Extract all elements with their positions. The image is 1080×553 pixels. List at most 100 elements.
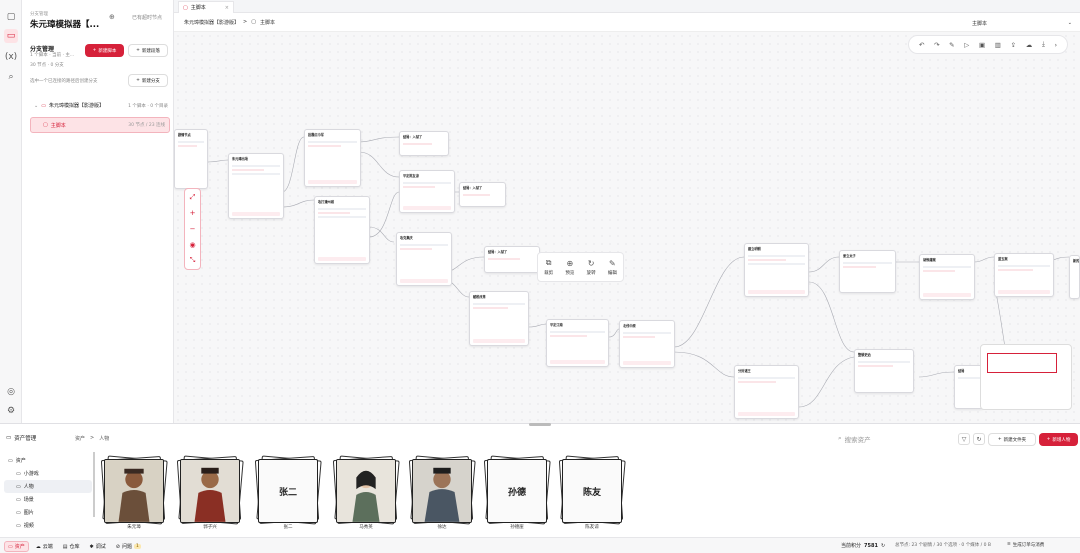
asset-search[interactable]: ⌕搜索资产 [838,433,948,444]
variable-icon[interactable]: (x) [4,52,18,62]
character-card[interactable]: 陈友 陈友谅 [558,455,626,532]
upload-icon[interactable]: ⇪ [1010,40,1017,49]
character-card[interactable]: 孙德 孙德崖 [483,455,551,532]
refresh-icon[interactable]: ↻ [880,542,886,549]
zoom-out-icon[interactable]: − [189,224,196,233]
breadcrumb-root[interactable]: 朱元璋模拟器【影游版】 [184,20,240,26]
minimap-viewport[interactable] [987,353,1057,373]
story-node[interactable]: 结局：入狱了 [484,246,540,273]
minimap[interactable] [980,344,1072,410]
story-node[interactable]: 朱元璋出场 [228,153,284,219]
rotate-button[interactable]: ↻旋转 [587,259,596,276]
character-card[interactable]: 徐达 [408,455,476,532]
story-node[interactable]: 北伐中原 [619,320,675,368]
connect-icon[interactable]: ⤢ [189,192,196,201]
resize-handle[interactable] [529,423,551,426]
story-node[interactable]: 蓝玉案 [994,253,1054,297]
tree-script-item[interactable]: ▢ 主脚本 30 节点 / 23 连线 [30,117,170,133]
book-icon[interactable]: ▥ [994,40,1001,49]
node-title: 胡惟庸案 [923,258,936,262]
story-node[interactable]: 分封诸王 [734,365,799,419]
story-node[interactable]: 结局：入狱了 [459,182,506,207]
story-node[interactable]: 新的节点 [1069,255,1080,299]
folder-item[interactable]: ▭视频 [4,519,92,532]
folder-item-selected[interactable]: ▭人物 [4,480,92,493]
story-node[interactable]: 攻打濠州城 [314,196,370,264]
cloud-icon[interactable]: ☁ [1025,40,1033,49]
new-segment-button[interactable]: +新建段落 [128,44,168,57]
status-tab-cloud[interactable]: ☁云端 [33,542,56,551]
orders-link[interactable]: ≡生成订单与消费 [1007,542,1044,548]
fit-view-icon[interactable]: ⤡ [189,256,196,265]
story-node[interactable]: 投靠红巾军 [304,129,361,187]
story-node[interactable]: 结局：入狱了 [399,131,449,156]
story-node[interactable]: 整顿吏治 [854,349,914,393]
story-node[interactable]: 结局 [954,365,984,409]
tree-folder-count: 1 个脚本 · 0 个目录 [128,103,168,109]
file-icon[interactable]: ▢ [6,12,16,22]
new-script-button[interactable]: +新建脚本 [85,44,124,57]
status-tab-repo[interactable]: ▤仓库 [60,542,83,551]
story-node[interactable]: 赋税改革 [469,291,529,346]
character-card[interactable]: 朱元璋 [100,455,168,532]
pen-icon[interactable]: ✎ [949,40,955,49]
close-icon[interactable]: × [224,4,229,11]
tab-main-script[interactable]: ▢ 主脚本 × [178,1,234,13]
story-node[interactable]: 册立太子 [839,250,896,293]
story-node[interactable]: 建立明朝 [744,243,809,297]
crop-button[interactable]: ⧉裁剪 [544,258,553,276]
search-icon[interactable]: ⌕ [8,72,14,82]
edit-button[interactable]: ✎编辑 [608,259,617,276]
undo-icon[interactable]: ↶ [918,40,925,49]
new-character-button[interactable]: +新增人物 [1039,433,1078,446]
settings-icon[interactable]: ⚙ [6,406,16,416]
asset-title: ▭资产管理 [6,434,36,442]
folder-icon[interactable]: ▭ [4,29,18,43]
edit-icon: ✎ [609,258,616,268]
node-line [623,336,656,338]
story-node[interactable]: 平定江南 [546,319,609,367]
folder-item[interactable]: ▭图片 [4,506,92,519]
character-card[interactable]: 马秀英 [332,455,400,532]
cloud-icon: ☁ [35,543,41,550]
screen-icon[interactable]: ▣ [978,40,986,49]
eye-icon[interactable]: ◉ [189,240,196,249]
branch-hint: 选中一个已连接的路径后创建分支 [30,79,98,84]
character-card[interactable]: 郭子兴 [176,455,244,532]
node-line [318,208,366,210]
play-icon[interactable]: ▷ [964,40,970,49]
asset-crumb-root[interactable]: 资产 [75,436,86,442]
node-line [473,307,508,309]
character-card[interactable]: 张二 张二 [254,455,322,532]
scrollbar[interactable] [93,452,95,517]
info-icon[interactable]: ◎ [7,387,15,397]
globe-icon[interactable]: ⊕ [109,13,115,21]
story-node[interactable]: 平定陈友谅 [399,170,455,213]
chevron-right-icon[interactable]: › [1054,40,1058,49]
new-branch-button[interactable]: +新建分支 [128,74,168,87]
story-node[interactable]: 攻克集庆 [396,232,452,286]
script-select[interactable]: 主脚本 ⌄ [972,18,1072,28]
tree-folder[interactable]: ⌄ ▭ 朱元璋模拟器【影游版】 1 个脚本 · 0 个目录 [34,102,168,110]
filter-icon[interactable]: ▽ [958,433,970,445]
folder-item[interactable]: ▭场景 [4,493,92,506]
folder-item[interactable]: ▭小游戏 [4,467,92,480]
status-tab-assets[interactable]: ▭资产 [4,541,29,552]
preview-button[interactable]: ⊕预览 [565,259,574,276]
story-node[interactable]: 胡惟庸案 [919,254,975,300]
project-title[interactable]: 朱元璋模拟器【... [30,20,100,30]
folder-root[interactable]: ▭资产 [4,454,92,467]
status-tab-debug[interactable]: ✱调试 [87,542,109,551]
refresh-icon[interactable]: ↻ [973,433,985,445]
story-node[interactable]: 剧情节点 [174,129,208,189]
project-subtitle: 分支管理 [30,12,48,17]
download-icon[interactable]: ⤓ [1041,40,1045,48]
zoom-in-icon[interactable]: + [189,209,196,218]
new-folder-button[interactable]: +新建文件夹 [988,433,1036,446]
story-canvas[interactable]: 剧情节点 朱元璋出场 投靠红巾军 结局：入狱了 攻打濠州城 平定陈友谅 结局：入… [174,32,1080,423]
project-stats: 30 节点 · 0 分支 [30,63,64,68]
redo-icon[interactable]: ↷ [933,40,940,49]
folder-label: 资产 [15,458,26,464]
